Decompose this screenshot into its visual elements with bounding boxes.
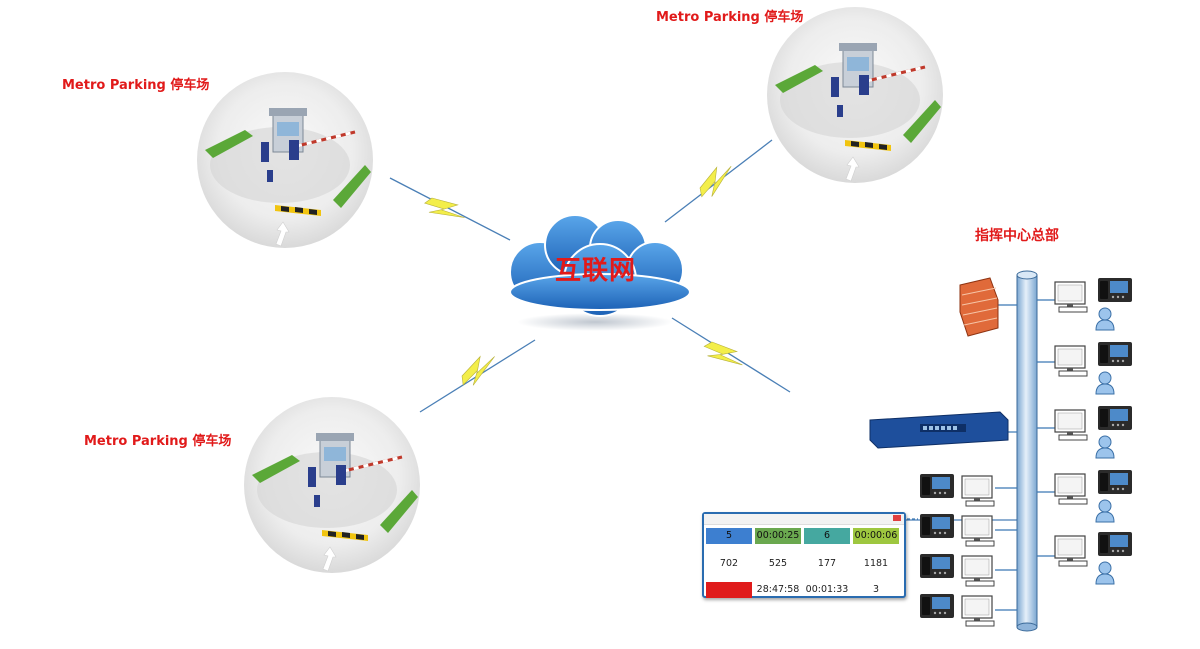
desk-phone-icon (1098, 470, 1132, 494)
dashboard-title-bar (704, 514, 904, 525)
parking-site-2-label: Metro Parking 停车场 (656, 10, 804, 25)
workstation-right-1 (1054, 278, 1132, 331)
dashboard-tile-r1-c2: 00:00:25 (755, 528, 801, 544)
dashboard-tile-r1-c4: 00:00:06 (853, 528, 899, 544)
monitor-icon (1054, 281, 1088, 313)
workstation-left-1 (920, 474, 995, 507)
monitor-icon (1054, 473, 1088, 505)
dashboard-tile-r3-c4: 3 (872, 584, 880, 595)
dashboard-tile-r3-c2: 28:47:58 (756, 584, 800, 595)
parking-site-3-image (242, 395, 422, 575)
parking-site-2-image (765, 5, 945, 185)
monitor-icon (1054, 535, 1088, 567)
monitor-icon (1054, 409, 1088, 441)
internet-cloud-icon (509, 214, 691, 331)
workstation-left-4 (920, 594, 995, 627)
workstation-right-3 (1054, 406, 1132, 459)
user-icon (1095, 499, 1115, 523)
desk-phone-icon (1098, 406, 1132, 430)
dashboard-tile-r3-c3: 00:01:33 (805, 584, 849, 595)
monitor-icon (961, 555, 995, 587)
dashboard-tile-r2-c1: 702 (719, 558, 739, 569)
monitor-icon (1054, 345, 1088, 377)
dashboard-tile-r2-c3: 177 (817, 558, 837, 569)
desk-phone-icon (920, 594, 954, 618)
workstation-left-3 (920, 554, 995, 587)
internet-label: 互联网 (555, 256, 637, 286)
lightning-icon (455, 349, 502, 391)
firewall-icon (959, 277, 999, 337)
workstation-right-2 (1054, 342, 1132, 395)
lightning-icon (421, 190, 469, 229)
parking-site-1-image (195, 70, 375, 250)
monitor-icon (961, 595, 995, 627)
user-icon (1095, 435, 1115, 459)
desk-phone-icon (920, 474, 954, 498)
hq-network-backbone (1016, 270, 1038, 632)
dashboard-tile-r2-c2: 525 (768, 558, 788, 569)
desk-phone-icon (1098, 342, 1132, 366)
user-icon (1095, 307, 1115, 331)
user-icon (1095, 561, 1115, 585)
desk-phone-icon (1098, 532, 1132, 556)
network-switch-icon (869, 411, 1009, 449)
parking-site-3-label: Metro Parking 停车场 (84, 434, 232, 449)
dashboard-tile-r1-c1: 5 (706, 528, 752, 544)
dashboard-tile-r3-c1 (706, 582, 752, 598)
desk-phone-icon (920, 514, 954, 538)
monitor-icon (961, 515, 995, 547)
dashboard-tile-r1-c3: 6 (804, 528, 850, 544)
monitor-icon (961, 475, 995, 507)
desk-phone-icon (1098, 278, 1132, 302)
workstation-left-2 (920, 514, 995, 547)
parking-site-1-label: Metro Parking 停车场 (62, 78, 210, 93)
hq-branch-lines (995, 299, 1055, 611)
workstation-right-5 (1054, 532, 1132, 585)
close-icon (893, 515, 901, 521)
command-center-label: 指挥中心总部 (975, 228, 1059, 244)
network-links (389, 139, 1018, 521)
dashboard-tile-r2-c4: 1181 (863, 558, 889, 569)
user-icon (1095, 371, 1115, 395)
desk-phone-icon (920, 554, 954, 578)
workstation-right-4 (1054, 470, 1132, 523)
